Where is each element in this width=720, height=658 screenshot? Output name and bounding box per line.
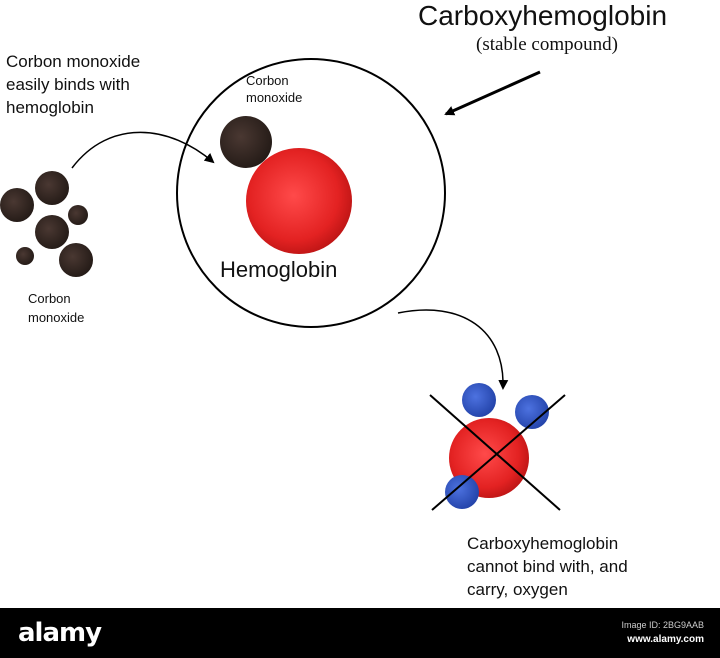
co-molecule [59,243,93,277]
oxygen-molecule [462,383,496,417]
cross-line [431,394,566,511]
carboxyhemoglobin-circle [176,58,446,328]
binding-arrow [71,131,215,169]
diagram-canvas [0,58,566,511]
co-molecule [35,171,69,205]
co-cluster [0,171,93,277]
brand-logo: alamy [18,618,102,648]
site-url: www.alamy.com [627,634,704,645]
label-hemoglobin: Hemoglobin [220,257,338,282]
co-molecule [35,215,69,249]
watermark-bar: alamy Image ID: 2BG9AAB www.alamy.com [0,608,720,658]
co-molecule [0,188,34,222]
hemoglobin-molecule [246,148,352,254]
result-arrow [397,309,509,390]
label-co-inner: Corbon monoxide [246,73,303,105]
note-cannot-carry-oxygen: Carboxyhemoglobin cannot bind with, and … [467,534,628,599]
label-co-cluster: Corbon monoxide [28,291,85,325]
subtitle-stable-compound: (stable compound) [476,34,618,55]
oxygen-molecule [445,475,479,509]
oxygen-molecule [515,395,549,429]
note-co-binds: Corbon monoxide easily binds with hemogl… [6,52,141,117]
co-molecule [68,205,88,225]
title-carboxyhemoglobin: Carboxyhemoglobin [418,0,668,31]
co-molecule [16,247,34,265]
cross-line [429,394,561,511]
co-molecule-bound [220,116,272,168]
image-id: Image ID: 2BG9AAB [621,620,704,630]
blocked-oxyhemoglobin [429,383,566,511]
title-pointer-arrow [444,70,541,116]
